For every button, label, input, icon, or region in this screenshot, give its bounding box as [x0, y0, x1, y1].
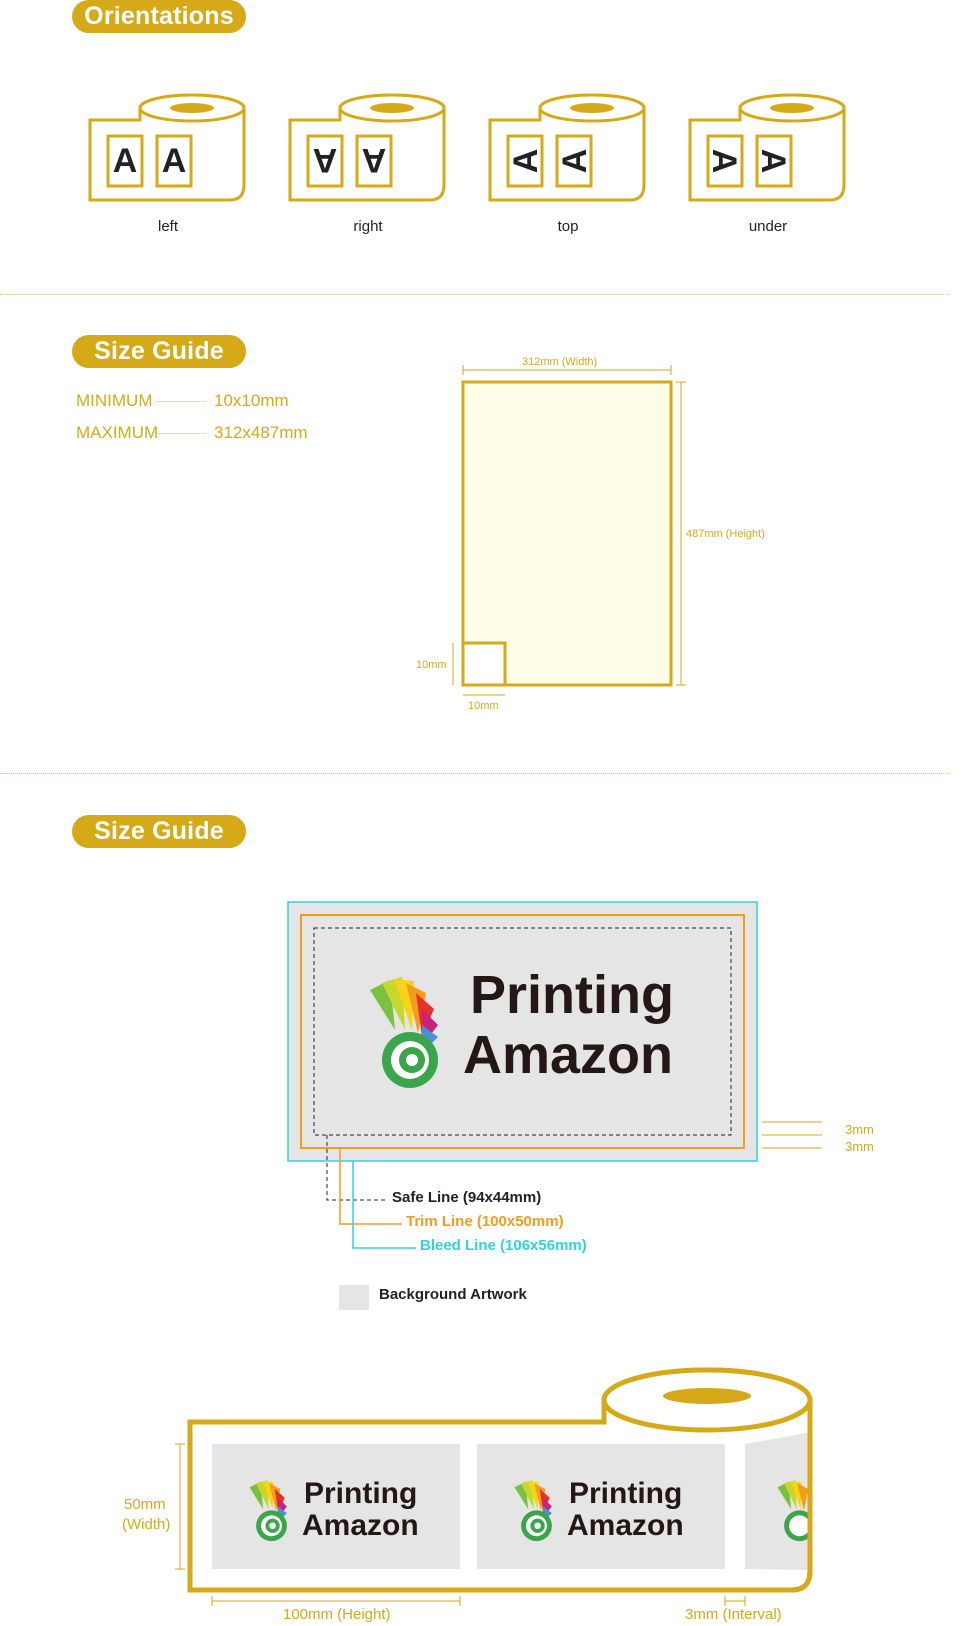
roll-logo-2-line1: Printing [569, 1477, 682, 1510]
section-divider [0, 294, 950, 295]
roll-interval-label: 3mm (Interval) [685, 1606, 782, 1623]
spec-maximum: MAXIMUM 312x487mm [76, 423, 308, 443]
orientation-label-right: right [353, 218, 383, 235]
roll-logo-2-icon [514, 1480, 552, 1542]
background-artwork-label: Background Artwork [379, 1286, 527, 1303]
logo-text-line1: Printing [470, 965, 674, 1025]
safe-line-label: Safe Line (94x44mm) [392, 1189, 542, 1206]
glyph-left-1: A [113, 142, 138, 180]
roll-width-label-1: 50mm [124, 1496, 166, 1513]
glyph-left-2: A [162, 142, 187, 180]
orientation-label-top: top [557, 218, 579, 235]
roll-height-label: 100mm (Height) [283, 1606, 391, 1623]
spec-minimum: MINIMUM 10x10mm [76, 391, 289, 411]
glyph-top-1: A [507, 149, 545, 174]
size-guide-title: Size Guide [72, 335, 246, 368]
roll-logo-1-icon [249, 1480, 287, 1542]
size-diagram [452, 365, 686, 696]
glyph-right-1: A [313, 141, 338, 179]
margin-label-2: 3mm [845, 1139, 874, 1154]
chameleon-logo-icon [370, 977, 438, 1088]
glyph-under-2: A [754, 149, 792, 174]
bleed-line-label: Bleed Line (106x56mm) [420, 1237, 587, 1254]
section-divider-2 [0, 773, 950, 774]
glyph-top-2: A [556, 149, 594, 174]
dim-width-label: 312mm (Width) [522, 356, 598, 368]
trim-line-label: Trim Line (100x50mm) [406, 1213, 564, 1230]
logo-text-line2: Amazon [463, 1025, 673, 1085]
spec-maximum-value: 312x487mm [214, 423, 308, 442]
roll-width-label-2: (Width) [122, 1516, 171, 1533]
orientations-title: Orientations [72, 0, 246, 33]
dim-height-label: 487mm (Height) [686, 528, 765, 540]
roll-diagram: Printing Amazon Printing Amazon [175, 1367, 822, 1606]
orientation-label-under: under [748, 218, 788, 235]
roll-logo-1-line1: Printing [304, 1477, 417, 1510]
roll-logo-3-icon [777, 1480, 815, 1542]
size-guide-title-2: Size Guide [72, 815, 246, 848]
orientation-label-left: left [157, 218, 178, 235]
spec-minimum-name: MINIMUM [76, 391, 153, 410]
margin-label-1: 3mm [845, 1122, 874, 1137]
spec-maximum-name: MAXIMUM [76, 423, 159, 442]
glyph-right-2: A [362, 141, 387, 179]
glyph-under-1: A [705, 149, 743, 174]
roll-logo-2-line2: Amazon [567, 1509, 684, 1542]
spec-minimum-value: 10x10mm [214, 391, 289, 410]
dim-min-width-label: 10mm [468, 700, 499, 712]
orientation-rolls: A A A A A A A A [88, 93, 846, 202]
dim-min-height-label: 10mm [416, 659, 447, 671]
roll-logo-1-line2: Amazon [302, 1509, 419, 1542]
bleed-diagram: Printing Amazon [287, 901, 822, 1310]
